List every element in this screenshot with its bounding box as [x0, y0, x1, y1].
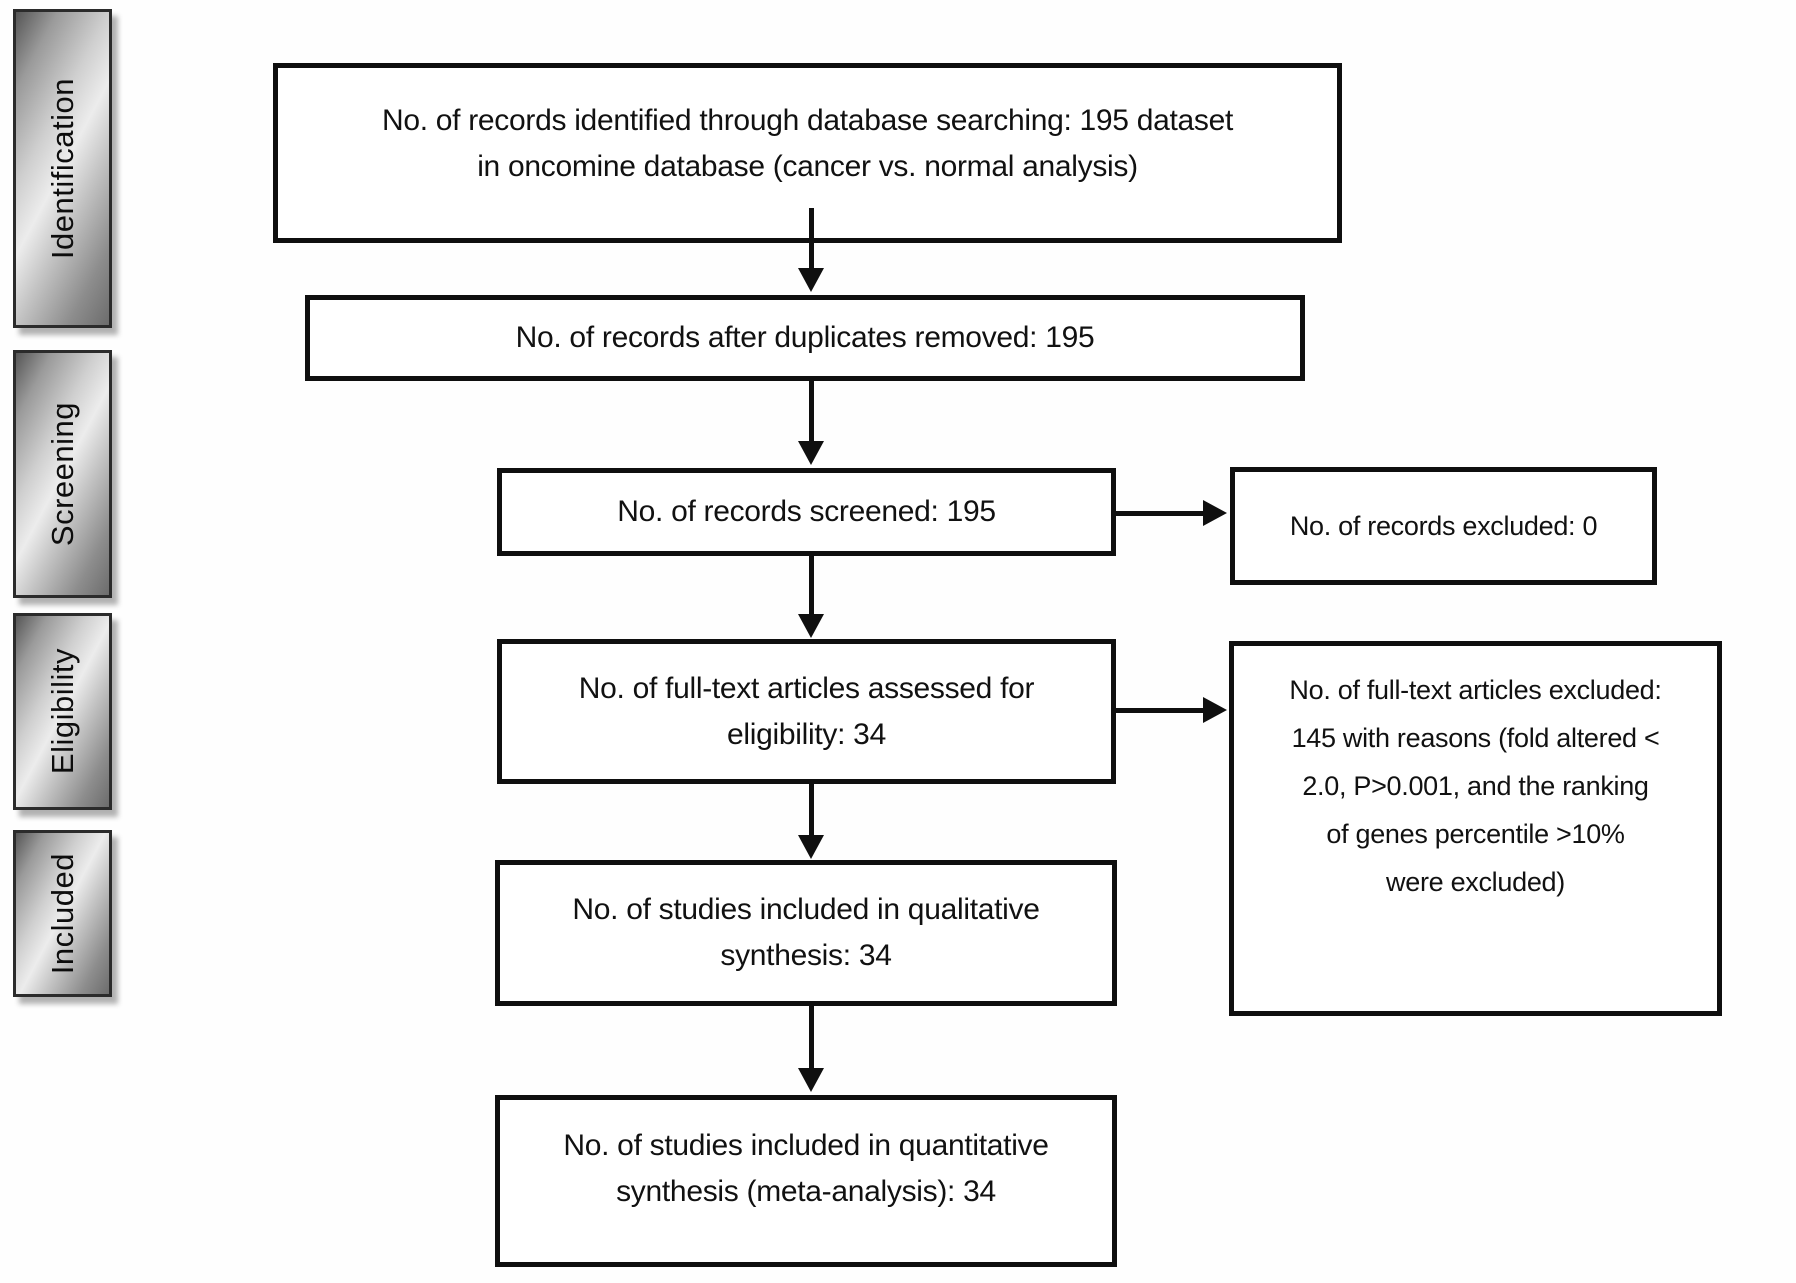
flow-box-text: synthesis: 34 — [720, 939, 892, 972]
flow-box-quantitative-synthesis: No. of studies included in quantitative … — [495, 1095, 1117, 1267]
flow-box-text: No. of full-text articles assessed for — [578, 671, 1035, 705]
right-arrow-fulltext-to-excluded — [1116, 697, 1227, 723]
stage-box-identification: Identification — [13, 9, 112, 328]
flow-box-records-identified: No. of records identified through databa… — [273, 63, 1342, 243]
stage-box-screening: Screening — [13, 350, 112, 598]
stage-label-screening: Screening — [44, 401, 80, 547]
stage-label-included: Included — [44, 852, 80, 975]
right-arrow-screened-to-excluded — [1116, 500, 1227, 526]
flow-box-text: eligibility: 34 — [727, 717, 886, 751]
flow-box-text: No. of full-text articles excluded: — [1289, 675, 1662, 705]
flow-box-text: in oncomine database (cancer vs. normal … — [477, 150, 1138, 183]
flow-box-text: No. of records excluded: 0 — [1289, 511, 1598, 541]
flow-box-text: No. of records identified through databa… — [381, 104, 1234, 137]
flow-box-records-screened: No. of records screened: 195 — [497, 468, 1116, 556]
flow-box-text: synthesis (meta-analysis): 34 — [616, 1175, 996, 1208]
flow-box-duplicates-removed: No. of records after duplicates removed:… — [305, 295, 1305, 381]
flow-box-fulltext-assessed: No. of full-text articles assessed for e… — [497, 639, 1116, 784]
flow-box-qualitative-synthesis: No. of studies included in qualitative s… — [495, 860, 1117, 1006]
flow-box-text: No. of studies included in qualitative — [572, 893, 1040, 926]
stage-label-eligibility: Eligibility — [44, 648, 80, 775]
flow-box-text: No. of studies included in quantitative — [563, 1129, 1049, 1162]
flow-box-text: 2.0, P>0.001, and the ranking — [1302, 771, 1649, 801]
flow-box-text: No. of records screened: 195 — [617, 495, 996, 528]
flow-box-text: 145 with reasons (fold altered < — [1291, 723, 1660, 753]
flow-box-records-excluded: No. of records excluded: 0 — [1230, 467, 1657, 585]
flow-box-fulltext-excluded: No. of full-text articles excluded: 145 … — [1229, 641, 1722, 1016]
stage-label-identification: Identification — [44, 77, 80, 260]
stage-box-included: Included — [13, 830, 112, 997]
flow-box-text: of genes percentile >10% — [1326, 819, 1625, 849]
down-arrow-fulltext-to-qualitative — [798, 783, 824, 859]
stage-box-eligibility: Eligibility — [13, 613, 112, 810]
down-arrow-duplicates-to-screened — [798, 380, 824, 465]
down-arrow-screened-to-fulltext — [798, 555, 824, 638]
flow-box-text: were excluded) — [1386, 867, 1565, 897]
down-arrow-identified-to-duplicates — [798, 208, 824, 292]
down-arrow-qualitative-to-quantitative — [798, 1005, 824, 1092]
flow-box-text: No. of records after duplicates removed:… — [515, 321, 1095, 354]
